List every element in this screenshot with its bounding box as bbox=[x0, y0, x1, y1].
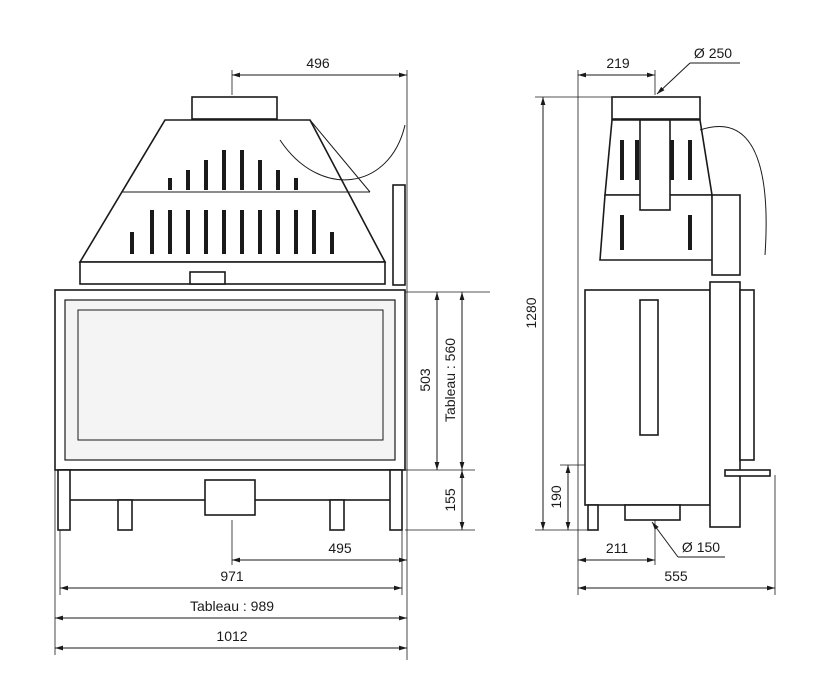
front-dimensions: 496 495 971 Tableau : 989 1012 503 Table… bbox=[54, 55, 490, 660]
front-air-inlet bbox=[204, 479, 256, 516]
front-leg-left bbox=[57, 469, 71, 531]
side-view bbox=[584, 96, 771, 531]
front-control-cable bbox=[279, 124, 406, 181]
dim-front-glass-height: 503 bbox=[417, 368, 433, 392]
front-glass bbox=[64, 299, 396, 461]
side-air-inlet bbox=[624, 504, 681, 521]
dim-side-flue-diameter: Ø 250 bbox=[694, 45, 732, 61]
front-flue-collar bbox=[191, 96, 278, 120]
dim-front-total-width: 1012 bbox=[216, 628, 247, 644]
front-view bbox=[54, 96, 406, 531]
front-handle bbox=[189, 271, 226, 285]
dim-side-depth: 555 bbox=[664, 568, 688, 584]
side-bracket bbox=[711, 194, 741, 276]
front-foot bbox=[117, 499, 133, 531]
dim-side-base-height: 190 bbox=[548, 485, 564, 509]
dim-front-tableau-height: Tableau : 560 bbox=[442, 338, 458, 422]
hood-vent-slots bbox=[130, 150, 334, 254]
dim-front-flue-offset: 496 bbox=[306, 55, 330, 71]
dim-front-base-height: 155 bbox=[442, 488, 458, 512]
dim-front-outlet-offset: 495 bbox=[328, 540, 352, 556]
dim-front-tableau-width: Tableau : 989 bbox=[190, 598, 274, 614]
side-ledge bbox=[724, 469, 771, 477]
dim-side-inlet-offset: 211 bbox=[606, 540, 629, 556]
side-door-frame bbox=[709, 281, 741, 528]
dim-side-total-height: 1280 bbox=[523, 297, 539, 328]
dim-side-flue-offset: 219 bbox=[606, 55, 630, 71]
side-foot bbox=[587, 504, 599, 531]
front-hood bbox=[78, 119, 387, 263]
front-foot bbox=[329, 499, 345, 531]
side-control-cable bbox=[699, 126, 767, 256]
side-rail bbox=[639, 299, 659, 436]
front-leg-right bbox=[389, 469, 403, 531]
side-dimensions: 219 Ø 250 1280 190 211 Ø 150 555 bbox=[523, 45, 776, 595]
side-baffle bbox=[639, 119, 671, 211]
dim-side-inlet-diameter: Ø 150 bbox=[682, 539, 720, 555]
front-hood-base bbox=[79, 261, 386, 285]
side-flue-collar bbox=[611, 96, 701, 120]
dim-front-inner-width: 971 bbox=[220, 568, 244, 584]
front-side-bracket bbox=[392, 184, 406, 286]
side-door-handle bbox=[739, 289, 755, 461]
